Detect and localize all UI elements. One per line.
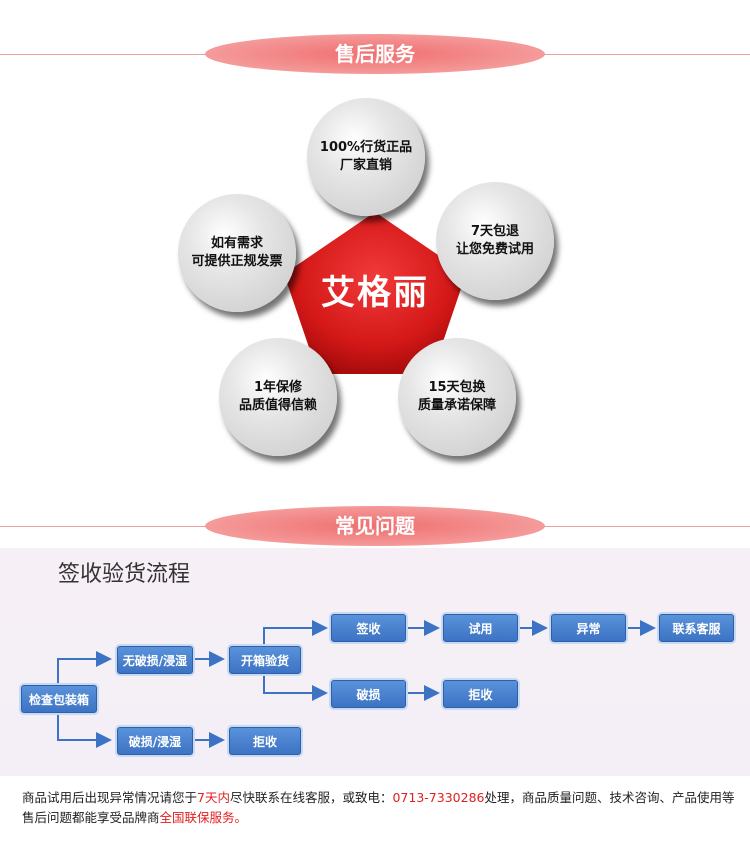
- service-circle-exchange: 15天包换 质量承诺保障: [398, 338, 516, 456]
- service-line2: 让您免费试用: [455, 242, 534, 257]
- service-line1: 7天包退: [470, 224, 520, 239]
- service-circle-genuine: 100%行货正品 厂家直销: [307, 98, 425, 216]
- service-circle-warranty: 1年保修 品质值得信赖: [219, 338, 337, 456]
- flow-node-abnormal: 异常: [551, 614, 626, 642]
- service-line1: 100%行货正品: [319, 140, 413, 155]
- brand-pentagon: [284, 212, 466, 374]
- note-text: 尽快联系在线客服，或致电：: [229, 790, 393, 805]
- service-line1: 15天包换: [428, 380, 486, 395]
- flow-chart-title: 签收验货流程: [58, 562, 191, 587]
- section-title-after-sales: 售后服务: [205, 34, 545, 74]
- note-text: 处理，商品质量问题、技术咨询、产品使用等售后问题都能享受品牌商: [22, 790, 735, 825]
- service-star-diagram: 艾格丽 100%行货正品 厂家直销 7天包退 让您免费试用 15天包换 质量承诺…: [0, 80, 750, 480]
- flow-node-broken: 破损: [331, 680, 406, 708]
- note-highlight-days: 7天内: [197, 790, 230, 805]
- service-line2: 质量承诺保障: [417, 398, 496, 413]
- service-line1: 1年保修: [253, 380, 303, 395]
- flow-node-reject: 拒收: [229, 727, 301, 755]
- section-title-faq: 常见问题: [205, 506, 545, 546]
- flow-node-open-inspect: 开箱验货: [229, 646, 301, 674]
- flow-node-inspect-package: 检查包装箱: [21, 685, 97, 713]
- service-line2: 品质值得信赖: [238, 398, 317, 413]
- service-circle-return: 7天包退 让您免费试用: [436, 182, 554, 300]
- service-circle-invoice: 如有需求 可提供正规发票: [178, 194, 296, 312]
- flow-node-contact-service: 联系客服: [659, 614, 734, 642]
- brand-name: 艾格丽: [321, 273, 429, 313]
- note-text: 商品试用后出现异常情况请您于: [22, 790, 198, 805]
- flow-node-reject: 拒收: [443, 680, 518, 708]
- service-line2: 可提供正规发票: [191, 254, 283, 269]
- after-sales-note: 商品试用后出现异常情况请您于7天内尽快联系在线客服，或致电：0713-73302…: [22, 788, 742, 828]
- service-line2: 厂家直销: [339, 158, 392, 173]
- service-line1: 如有需求: [210, 236, 263, 251]
- flow-node-trial: 试用: [443, 614, 518, 642]
- flow-node-no-damage: 无破损/浸湿: [117, 646, 193, 674]
- flow-node-damaged-wet: 破损/浸湿: [117, 727, 193, 755]
- flow-node-sign: 签收: [331, 614, 406, 642]
- note-phone-number: 0713-7330286: [392, 790, 485, 805]
- note-highlight-warranty: 全国联保服务。: [159, 810, 248, 825]
